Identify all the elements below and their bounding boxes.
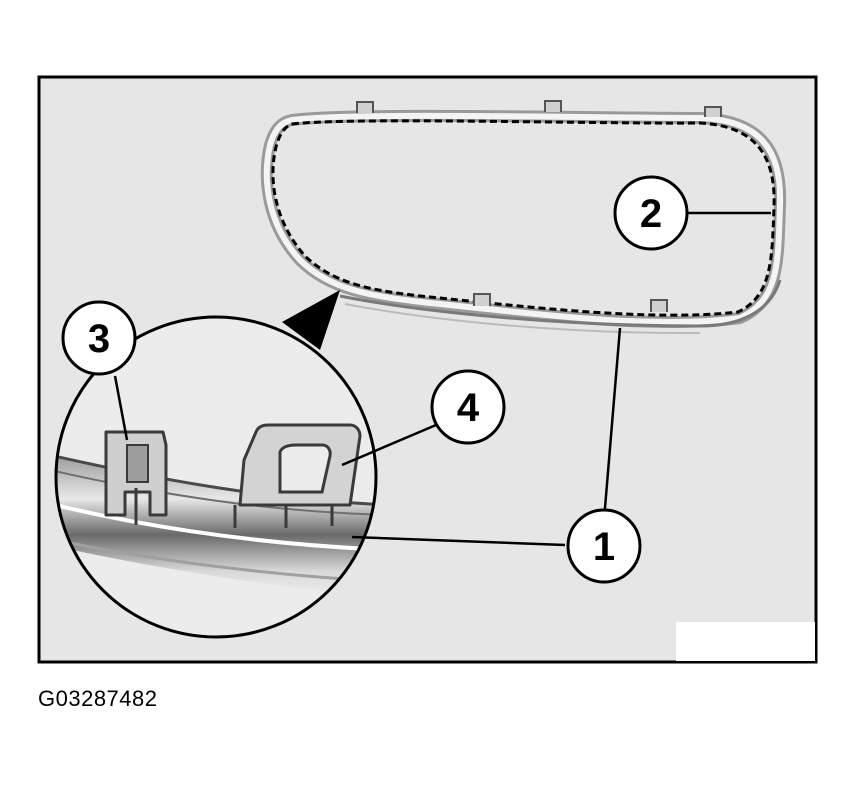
callout-1-label: 1: [593, 525, 615, 569]
callout-3: 3: [61, 300, 137, 376]
callout-2-label: 2: [640, 192, 662, 236]
mounting-tab: [544, 100, 562, 112]
leader-line-1b: [351, 535, 566, 547]
detail-magnifier: [54, 315, 378, 639]
leader-line-4: [341, 423, 437, 467]
callout-1: 1: [566, 508, 642, 584]
callout-2: 2: [613, 175, 689, 251]
callout-3-label: 3: [88, 317, 110, 361]
mounting-tab: [473, 293, 491, 306]
leader-line-1a: [602, 327, 622, 521]
leader-line-3: [113, 375, 129, 441]
detail-pointer-arrow: [282, 290, 340, 350]
adhesive-dashed-line: [271, 119, 776, 317]
callout-4-label: 4: [457, 386, 480, 430]
mounting-tab: [356, 101, 374, 113]
figure-id: G03287482: [38, 686, 158, 711]
leader-lines: [113, 211, 771, 547]
mounting-tab: [650, 299, 668, 312]
callout-4: 4: [430, 369, 506, 445]
mounting-tab: [704, 106, 722, 117]
corner-patch: [676, 622, 815, 661]
trim-frame: [260, 100, 787, 335]
